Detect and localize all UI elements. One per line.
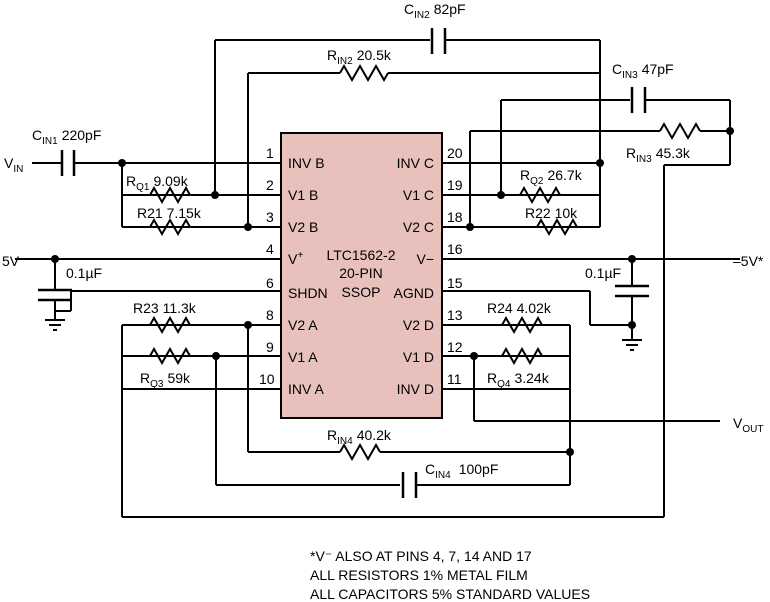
pin-number-12: 12 [447,339,463,355]
junction-dots [51,127,734,456]
pin-name-v2-a: V2 A [288,317,318,333]
rq2-resistor [519,185,561,205]
note-capacitors: ALL CAPACITORS 5% STANDARD VALUES [310,586,590,602]
r23-resistor [149,315,191,335]
pin-name-v2-c: V2 C [403,219,434,235]
pin-name-inv-d: INV D [397,381,434,397]
pin-name-v1-d: V1 D [403,349,434,365]
pin-name-v2-d: V2 D [403,317,434,333]
pin-number-15: 15 [447,275,463,291]
note-resistors: ALL RESISTORS 1% METAL FILM [310,567,528,583]
pin-name-v1-b: V1 B [288,187,318,203]
pos-supply-label: 5V [2,253,20,269]
input-network [32,28,600,227]
vin-label: VIN [4,155,23,175]
pin-number-18: 18 [447,209,463,225]
ic-part-label: LTC1562-2 [326,247,395,263]
note-vminus-pins: *V⁻ ALSO AT PINS 4, 7, 14 AND 17 [310,548,532,564]
r22-label: R22 10k [525,205,578,221]
d-section-network [473,325,720,485]
r22-resistor [536,217,578,237]
ic-package-line1: 20-PIN [339,265,383,281]
rq1-resistor [149,185,191,205]
pin-number-9: 9 [266,339,274,355]
pin-name-inv-b: INV B [288,155,325,171]
pin-name-v2-b: V2 B [288,219,318,235]
pin-number-19: 19 [447,177,463,193]
pin-number-2: 2 [266,177,274,193]
pin-name-v1-c: V1 C [403,187,434,203]
ic-package-line2: SSOP [342,284,381,300]
pin-number-6: 6 [266,275,274,291]
r23-label: R23 11.3k [133,300,197,316]
pin-name-vminus: V− [416,251,434,267]
pin-number-3: 3 [266,209,274,225]
pin-name-vplus: V+ [288,250,303,267]
pin-name-shdn: SHDN [288,285,328,301]
pin-number-16: 16 [447,241,463,257]
right-pin-leads [442,162,740,390]
r21-label: R21 7.15k [137,205,202,221]
rq3-resistor [149,346,191,366]
r24-resistor [501,315,543,335]
c-section-network [469,40,731,517]
pin-number-11: 11 [447,371,462,387]
pin-number-20: 20 [447,145,463,161]
a-section-network [121,325,664,518]
pin-number-13: 13 [447,307,463,323]
pin-name-inv-c: INV C [397,155,434,171]
pin-name-agnd: AGND [394,285,434,301]
right-bypass-cap-label: 0.1µF [585,265,621,281]
pin-number-8: 8 [266,307,274,323]
r21-resistor [149,217,191,237]
r24-label: R24 4.02k [487,300,552,316]
pin-name-v1-a: V1 A [288,349,318,365]
neg-supply-label: –5V* [733,253,764,269]
pin-number-10: 10 [259,371,275,387]
vout-label: VOUT [733,415,763,435]
pin-number-5: 4 [266,241,274,257]
pin-number-1: 1 [266,145,274,161]
ic-body [280,132,443,419]
supply-network [38,259,649,351]
rq4-resistor [501,346,543,366]
left-bypass-cap-label: 0.1µF [66,265,102,281]
pin-name-inv-a: INV A [288,381,324,397]
